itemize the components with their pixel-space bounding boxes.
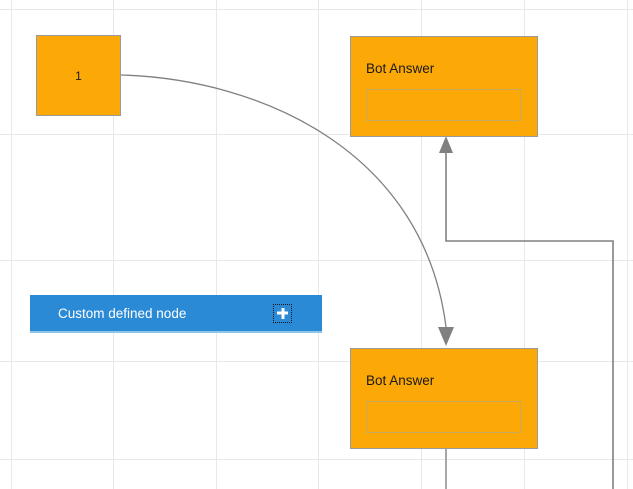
node-1-label: 1 (75, 68, 82, 83)
node-answer-slot[interactable] (366, 401, 521, 433)
arrowhead-down-icon (438, 327, 454, 346)
node-answer-slot[interactable] (366, 89, 521, 121)
custom-defined-node-button[interactable]: Custom defined node (30, 295, 322, 331)
node-bot-answer-bottom[interactable]: Bot Answer (350, 348, 538, 449)
edge-bot-bottom-to-bot-top[interactable] (445, 152, 614, 489)
node-1[interactable]: 1 (36, 35, 121, 116)
custom-defined-node-label: Custom defined node (58, 305, 187, 321)
node-title: Bot Answer (366, 61, 435, 76)
plus-icon[interactable] (273, 303, 292, 323)
edge-node1-to-bot-bottom[interactable] (120, 74, 447, 328)
node-bot-answer-top[interactable]: Bot Answer (350, 36, 538, 137)
node-title: Bot Answer (366, 373, 435, 388)
arrowhead-up-icon (439, 136, 453, 153)
